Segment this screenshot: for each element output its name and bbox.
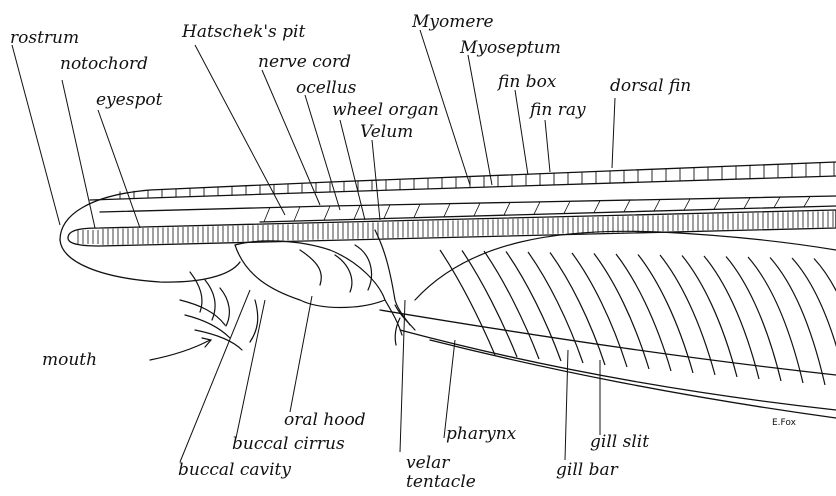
- label-velum: Velum: [360, 124, 413, 141]
- myoseptum-line: [324, 206, 330, 220]
- label-gill-slit: gill slit: [590, 434, 649, 451]
- pharynx-outline: [415, 231, 836, 300]
- label-buccal-cavity: buccal cavity: [178, 462, 291, 479]
- myoseptum-line: [774, 197, 780, 207]
- label-gill-bar: gill bar: [556, 462, 618, 479]
- gill-bar: [814, 259, 836, 390]
- gill-bar: [440, 250, 495, 355]
- gill-bar: [748, 257, 803, 383]
- myoseptum-line: [474, 203, 480, 216]
- myoseptum-line: [294, 207, 300, 221]
- myoseptum-line: [414, 204, 420, 217]
- myoseptum-line: [624, 200, 630, 212]
- gill-bar: [770, 258, 825, 386]
- label-pharynx: pharynx: [446, 426, 516, 443]
- myoseptum-line: [744, 198, 750, 209]
- ventral-inner: [430, 340, 836, 418]
- myoseptum-line: [804, 197, 810, 207]
- myoseptum-line: [264, 207, 270, 222]
- label-velar-tentacle-1: velar: [406, 455, 449, 472]
- label-fin-box: fin box: [498, 74, 556, 91]
- velar-tentacles: [385, 300, 415, 345]
- label-rostrum: rostrum: [10, 30, 79, 47]
- myoseptum-line: [534, 202, 540, 214]
- myoseptum-line: [504, 202, 510, 215]
- mouth-arrowhead: [202, 338, 211, 347]
- label-notochord: notochord: [60, 56, 148, 73]
- label-myoseptum: Myoseptum: [460, 40, 561, 57]
- myoseptum-line: [714, 198, 720, 209]
- label-buccal-cirrus: buccal cirrus: [232, 436, 345, 453]
- label-dorsal-fin: dorsal fin: [610, 78, 691, 95]
- mouth-arrow: [150, 340, 210, 360]
- myoseptum-line: [654, 199, 660, 210]
- label-hatscheks-pit: Hatschek's pit: [182, 24, 305, 41]
- label-ocellus: ocellus: [296, 80, 356, 97]
- myoseptum-line: [564, 201, 570, 213]
- label-nerve-cord: nerve cord: [258, 54, 351, 71]
- label-fin-ray: fin ray: [530, 102, 586, 119]
- gill-bar: [682, 256, 737, 378]
- myoseptum-line: [594, 201, 600, 213]
- label-oral-hood: oral hood: [284, 412, 366, 429]
- myoseptum-line: [684, 199, 690, 210]
- label-velar-tentacle-2: tentacle: [406, 474, 476, 491]
- myoseptum-line: [384, 205, 390, 219]
- buccal-cirri: [180, 272, 258, 350]
- myoseptum-line: [444, 204, 450, 217]
- rostrum-outline: [60, 240, 240, 282]
- label-myomere: Myomere: [412, 14, 494, 31]
- label-eyespot: eyespot: [96, 92, 162, 109]
- myoseptum-line: [354, 205, 360, 219]
- label-wheel-organ: wheel organ: [332, 102, 439, 119]
- label-mouth: mouth: [42, 352, 97, 369]
- artist-signature: E.Fox: [772, 418, 796, 428]
